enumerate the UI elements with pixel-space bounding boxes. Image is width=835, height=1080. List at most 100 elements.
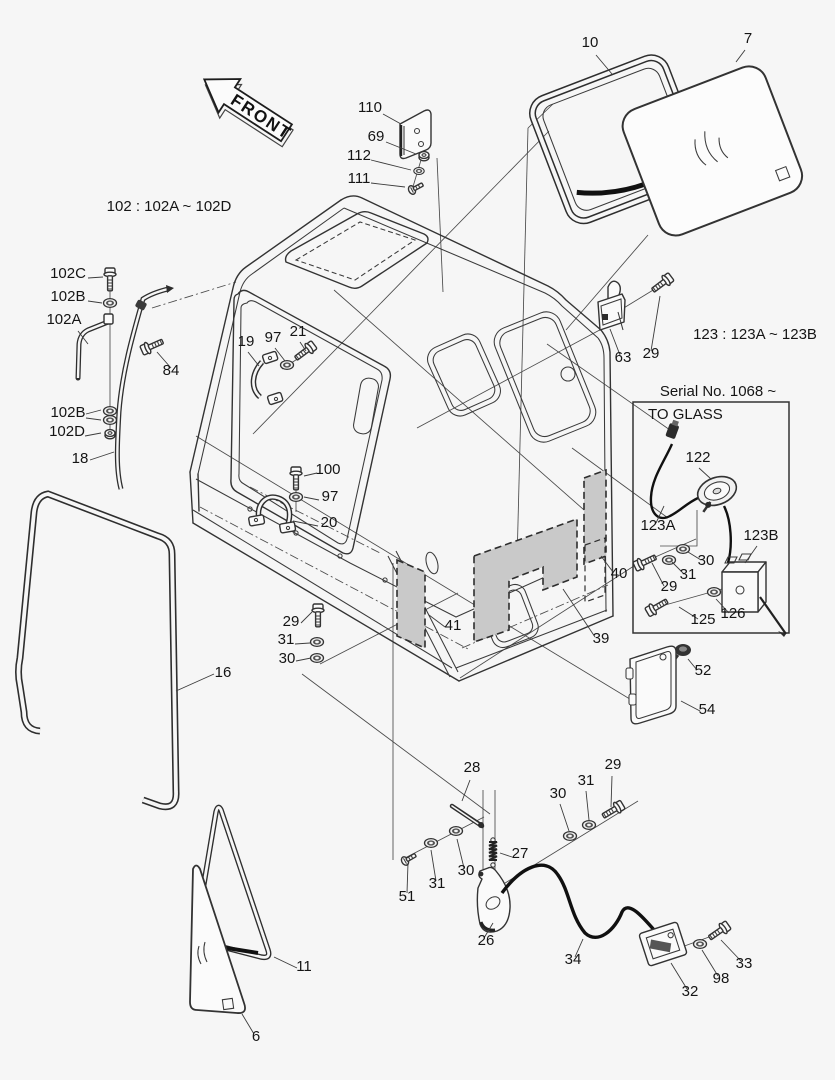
part-label-123B: 123B	[743, 527, 778, 544]
cable-123A	[649, 443, 699, 520]
leader-line	[156, 351, 172, 369]
grommet-122	[696, 475, 738, 513]
front-window-opening-inner	[238, 300, 383, 545]
front-direction-arrow: FRONT	[202, 78, 295, 148]
construction-line	[333, 289, 601, 525]
part-label-33: 33	[736, 955, 753, 972]
leader-line	[87, 276, 104, 279]
leader-line	[680, 700, 701, 712]
screw-111	[406, 179, 426, 197]
glass-6-corner-mark	[221, 997, 235, 1011]
part-label-122: 122	[685, 449, 710, 466]
striker-32	[638, 921, 688, 967]
part-label-97: 97	[322, 488, 339, 505]
bolt-33	[705, 919, 733, 944]
leader-line	[77, 330, 89, 345]
cover-54	[625, 645, 677, 725]
washer-98	[692, 938, 708, 950]
panel-39-ghost-outline	[584, 537, 606, 603]
bolt-100	[289, 466, 303, 491]
part-label-51: 51	[399, 888, 416, 905]
part-label-30: 30	[458, 862, 475, 879]
leader-line	[720, 939, 742, 962]
cab-roof-edge-outer	[340, 195, 602, 331]
construction-line	[252, 130, 550, 435]
leader-line	[609, 328, 621, 356]
construction-line	[436, 157, 444, 293]
side-window-rear	[493, 311, 597, 443]
leader-line	[85, 417, 102, 421]
part-label-7: 7	[744, 30, 752, 47]
leader-line	[274, 347, 286, 362]
cab-right-pillar-outer	[600, 329, 614, 617]
latch-rod-28	[449, 803, 485, 829]
front-arrow-shadow	[204, 83, 294, 148]
side-window-front	[427, 333, 501, 417]
construction-line	[516, 127, 529, 563]
cab-bottom-right-edge-inner	[455, 609, 608, 669]
unit-123B	[721, 553, 787, 637]
strip-18-tip	[166, 285, 174, 293]
part-label-40: 40	[611, 565, 628, 582]
leader-line	[715, 598, 730, 614]
to-glass-connector	[665, 419, 679, 439]
part-label-29: 29	[661, 578, 678, 595]
side-panel-hole	[560, 366, 576, 382]
part-label-102B: 102B	[50, 288, 85, 305]
note-group-102: 102 : 102A ~ 102D	[107, 198, 232, 215]
part-label-31: 31	[278, 631, 295, 648]
bolt-29-left	[311, 603, 325, 628]
washer-102D	[104, 428, 116, 440]
construction-line	[565, 234, 649, 331]
cab-bottom-right-edge	[458, 615, 614, 682]
leader-line	[406, 862, 409, 894]
leader-line	[85, 409, 102, 415]
roof-skylight-inner-dashed	[294, 221, 417, 281]
washer-30-bottom-right	[562, 830, 578, 842]
glass-6-reflection	[197, 941, 208, 965]
bolt-29-latch	[648, 271, 676, 296]
washer-30-bottom-left	[448, 825, 464, 837]
centerline	[151, 281, 237, 309]
spring-27	[488, 837, 498, 868]
washer-102B-lower-2	[102, 414, 118, 426]
bolt-29-bottom	[599, 798, 627, 822]
panel-41	[396, 558, 426, 650]
part-label-28: 28	[464, 759, 481, 776]
part-label-29: 29	[605, 756, 622, 773]
leader-line	[295, 657, 312, 662]
part-label-112: 112	[347, 147, 371, 164]
part-label-29: 29	[643, 345, 660, 362]
leader-line	[428, 614, 446, 628]
part-label-19: 19	[238, 333, 255, 350]
vent-window-glass-6	[189, 864, 246, 1014]
part-label-69: 69	[368, 128, 385, 145]
leader-line	[655, 505, 665, 524]
leader-line	[562, 588, 596, 638]
bolt-21	[291, 339, 319, 364]
latch-handle-26	[476, 866, 511, 933]
latch-63	[597, 280, 626, 331]
part-label-111: 111	[348, 170, 371, 187]
roof-skylight-opening	[284, 211, 429, 289]
leader-line	[89, 451, 115, 461]
bolt-84	[138, 335, 166, 357]
seal-strip-18	[114, 285, 174, 490]
part-label-30: 30	[279, 650, 296, 667]
floor-bolt-holes	[247, 506, 388, 583]
grab-handle-20	[248, 494, 297, 534]
washer-30-box	[675, 543, 691, 555]
part-label-34: 34	[565, 951, 582, 968]
part-label-20: 20	[321, 514, 338, 531]
part-label-41: 41	[445, 617, 462, 634]
leader-line	[87, 300, 103, 304]
serial-option-box	[631, 401, 790, 637]
washer-30-left	[309, 652, 325, 664]
leader-line	[670, 962, 688, 990]
leader-line	[370, 182, 406, 188]
leader-line	[735, 49, 746, 63]
part-label-11: 11	[296, 958, 312, 975]
part-label-32: 32	[682, 983, 699, 1000]
